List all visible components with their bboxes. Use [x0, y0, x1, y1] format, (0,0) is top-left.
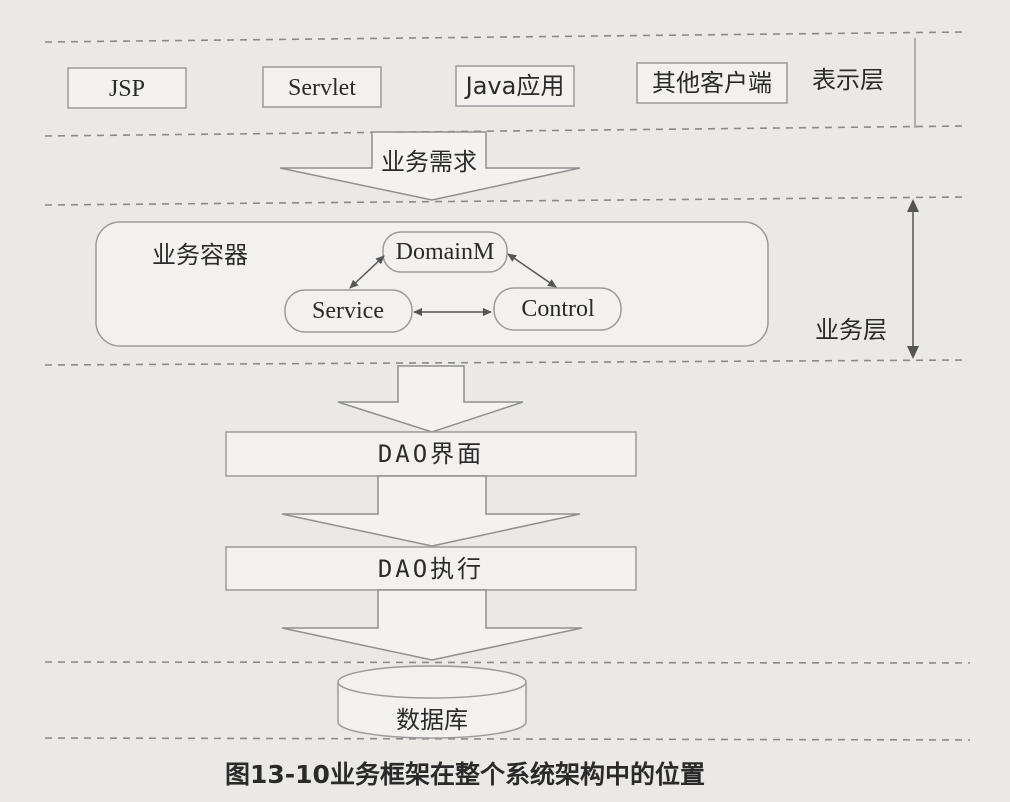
service-domain-connector [349, 255, 385, 289]
presentation-box-label: JSP [109, 76, 145, 102]
business-container-label: 业务容器 [152, 241, 248, 269]
presentation-layer-label: 表示层 [812, 66, 884, 94]
presentation-box-other-clients: 其他客户端 [636, 62, 788, 104]
business-layer-bracket [907, 199, 919, 359]
business-request-label: 业务需求 [381, 148, 477, 176]
service-node: Service [284, 289, 413, 333]
presentation-box-label: 其他客户端 [652, 69, 772, 97]
business-layer-label: 业务层 [815, 316, 887, 344]
domain-control-connector [507, 253, 557, 288]
domain-node-label: DomainM [396, 239, 495, 265]
separator-presentation-bottom [44, 125, 966, 137]
separator-bottom [44, 737, 971, 741]
presentation-box-jsp: JSP [67, 67, 187, 109]
dao-execute-bar: DAO执行 [225, 546, 637, 591]
presentation-box-label: Servlet [288, 75, 356, 101]
control-node: Control [493, 287, 622, 331]
dao-to-database-arrow [281, 589, 583, 661]
dao-interface-to-execute-arrow [281, 475, 581, 547]
business-to-dao-arrow [337, 365, 524, 433]
dao-interface-bar: DAO界面 [225, 431, 637, 477]
separator-database-top [44, 661, 971, 664]
presentation-box-servlet: Servlet [262, 66, 382, 108]
business-request-arrow: 业务需求 [279, 131, 581, 201]
control-node-label: Control [521, 296, 595, 322]
separator-business-bottom [44, 359, 966, 366]
dao-execute-label: DAO执行 [378, 555, 484, 583]
figure-caption: 图13-10业务框架在整个系统架构中的位置 [225, 760, 705, 789]
presentation-box-java-app: Java应用 [455, 65, 575, 107]
service-node-label: Service [312, 298, 384, 324]
domain-node: DomainM [382, 231, 508, 273]
separator-top [44, 31, 966, 43]
presentation-box-label: Java应用 [464, 72, 565, 100]
database-label: 数据库 [396, 706, 468, 734]
separator-business-top [44, 196, 966, 206]
database-cylinder: 数据库 [337, 665, 527, 739]
dao-interface-label: DAO界面 [378, 440, 484, 468]
